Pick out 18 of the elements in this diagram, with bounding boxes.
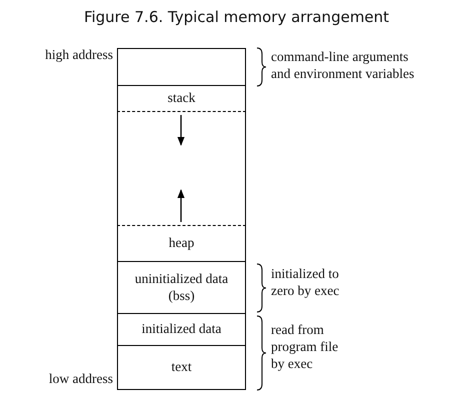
figure-title: Figure 7.6. Typical memory arrangement — [82, 8, 390, 26]
memory-segment — [117, 262, 246, 314]
segment-label: stack — [166, 90, 196, 107]
segment-label: uninitialized data (bss) — [134, 270, 230, 304]
segment-note: read from program file by exec — [271, 322, 340, 373]
memory-segment-box — [117, 48, 246, 86]
memory-segment-box — [117, 111, 246, 226]
segment-label: text — [170, 359, 193, 376]
segment-label: initialized data — [140, 321, 222, 338]
address-label: low address — [48, 371, 113, 388]
memory-segment — [117, 346, 246, 390]
segment-note: command-line arguments and environment variables — [271, 49, 416, 83]
memory-segment — [117, 86, 246, 111]
address-label: high address — [44, 47, 113, 64]
segment-note: initialized to zero by exec — [271, 266, 340, 300]
memory-segment — [117, 314, 246, 346]
segment-label: heap — [168, 235, 196, 252]
memory-segment — [117, 226, 246, 262]
